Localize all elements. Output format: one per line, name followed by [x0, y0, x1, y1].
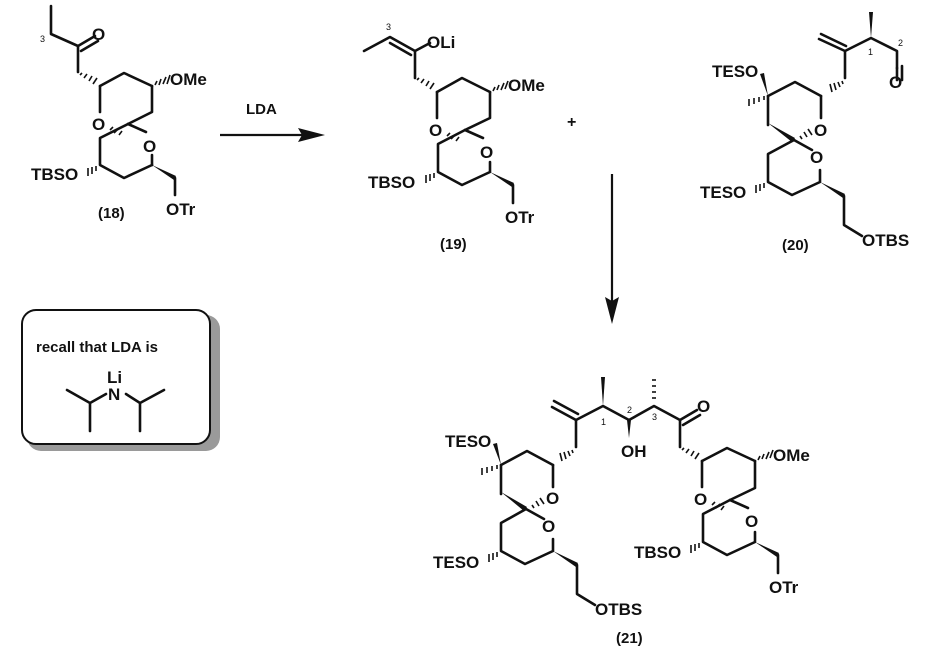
- oh-label: OH: [621, 442, 647, 461]
- compound-19: OLi 3 O OMe O TBSO OTr (19): [362, 22, 545, 253]
- lda-note-box: recall that LDA is Li N: [21, 309, 220, 451]
- wedge-bond: [627, 420, 631, 438]
- reaction-arrow-lda: LDA: [220, 101, 325, 142]
- hashed-bond: [757, 449, 774, 461]
- ome-label: OMe: [170, 70, 207, 89]
- ome-label: OMe: [508, 76, 545, 95]
- wedge-bond: [601, 377, 605, 406]
- ring-oxygen-1: O: [429, 121, 442, 140]
- compound-label-18: (18): [98, 205, 125, 222]
- li-label: Li: [107, 368, 122, 387]
- wedge-bond: [152, 165, 176, 180]
- hashed-bond: [481, 465, 498, 475]
- teso-top-label: TESO: [712, 62, 758, 81]
- atom-number-3: 3: [386, 22, 391, 32]
- hashed-bond: [492, 80, 509, 92]
- hashed-bond: [531, 497, 545, 509]
- hashed-bond: [425, 173, 435, 183]
- otr-label: OTr: [505, 208, 535, 227]
- compound-label-21: (21): [616, 630, 643, 647]
- ring-oxygen-right-1: O: [694, 490, 707, 509]
- compound-label-19: (19): [440, 236, 467, 253]
- wedge-bond: [760, 73, 768, 96]
- reaction-arrow-down: [605, 174, 619, 324]
- ring-oxygen-2: O: [480, 143, 493, 162]
- ring-oxygen-left-1: O: [546, 489, 559, 508]
- wedge-bond: [490, 172, 514, 187]
- atom-number-1: 1: [601, 417, 606, 427]
- compound-label-20: (20): [782, 237, 809, 254]
- hashed-bond: [154, 74, 171, 86]
- ring-oxygen-2: O: [810, 148, 823, 167]
- compound-21: 1 2 OH 3 O O TESO O: [433, 377, 810, 647]
- wedge-bond: [869, 12, 873, 38]
- compound-20: O 1 2 O TESO O TESO OTBS (20): [700, 12, 909, 254]
- oli-label: OLi: [427, 33, 455, 52]
- hashed-bond: [690, 543, 700, 553]
- ring-oxygen-right-2: O: [745, 512, 758, 531]
- note-text: recall that LDA is: [36, 339, 158, 356]
- plus-sign: +: [567, 114, 576, 131]
- atom-number-3: 3: [40, 34, 45, 44]
- hashed-bond: [416, 77, 435, 90]
- wedge-bond: [493, 443, 501, 465]
- teso-top-label: TESO: [445, 432, 491, 451]
- ring-oxygen-left-2: O: [542, 517, 555, 536]
- reagent-lda: LDA: [246, 101, 277, 118]
- hashed-bond: [681, 447, 700, 460]
- atom-number-2: 2: [627, 405, 632, 415]
- otbs-label: OTBS: [862, 231, 909, 250]
- ome-label: OMe: [773, 446, 810, 465]
- tbso-label: TBSO: [31, 165, 78, 184]
- otr-label: OTr: [769, 578, 799, 597]
- atom-number-2: 2: [898, 38, 903, 48]
- hashed-bond: [748, 96, 765, 106]
- hashed-bond: [652, 379, 656, 399]
- atom-number-3: 3: [652, 412, 657, 422]
- tbso-label: TBSO: [368, 173, 415, 192]
- hashed-bond: [488, 552, 498, 562]
- n-label: N: [108, 385, 120, 404]
- aldehyde-oxygen: O: [889, 73, 902, 92]
- hashed-bond: [79, 72, 98, 85]
- tbso-label: TBSO: [634, 543, 681, 562]
- otr-label: OTr: [166, 200, 196, 219]
- ketone-oxygen: O: [697, 397, 710, 416]
- wedge-bond: [553, 551, 578, 567]
- wedge-bond: [755, 542, 779, 557]
- wedge-bond: [501, 492, 527, 511]
- wedge-bond: [820, 182, 845, 198]
- ring-oxygen-1: O: [92, 115, 105, 134]
- wedge-bond: [768, 123, 795, 142]
- teso-bottom-label: TESO: [433, 553, 479, 572]
- ketone-oxygen: O: [92, 25, 105, 44]
- ring-oxygen-2: O: [143, 137, 156, 156]
- teso-bottom-label: TESO: [700, 183, 746, 202]
- hashed-bond: [559, 449, 574, 462]
- hashed-bond: [829, 80, 844, 93]
- hashed-bond: [799, 128, 813, 140]
- ring-oxygen-1: O: [814, 121, 827, 140]
- hashed-bond: [755, 183, 765, 193]
- hashed-bond: [87, 166, 97, 176]
- compound-18: O 3 O OMe O TBSO OTr (18): [31, 4, 207, 222]
- atom-number-1: 1: [868, 47, 873, 57]
- otbs-label: OTBS: [595, 600, 642, 619]
